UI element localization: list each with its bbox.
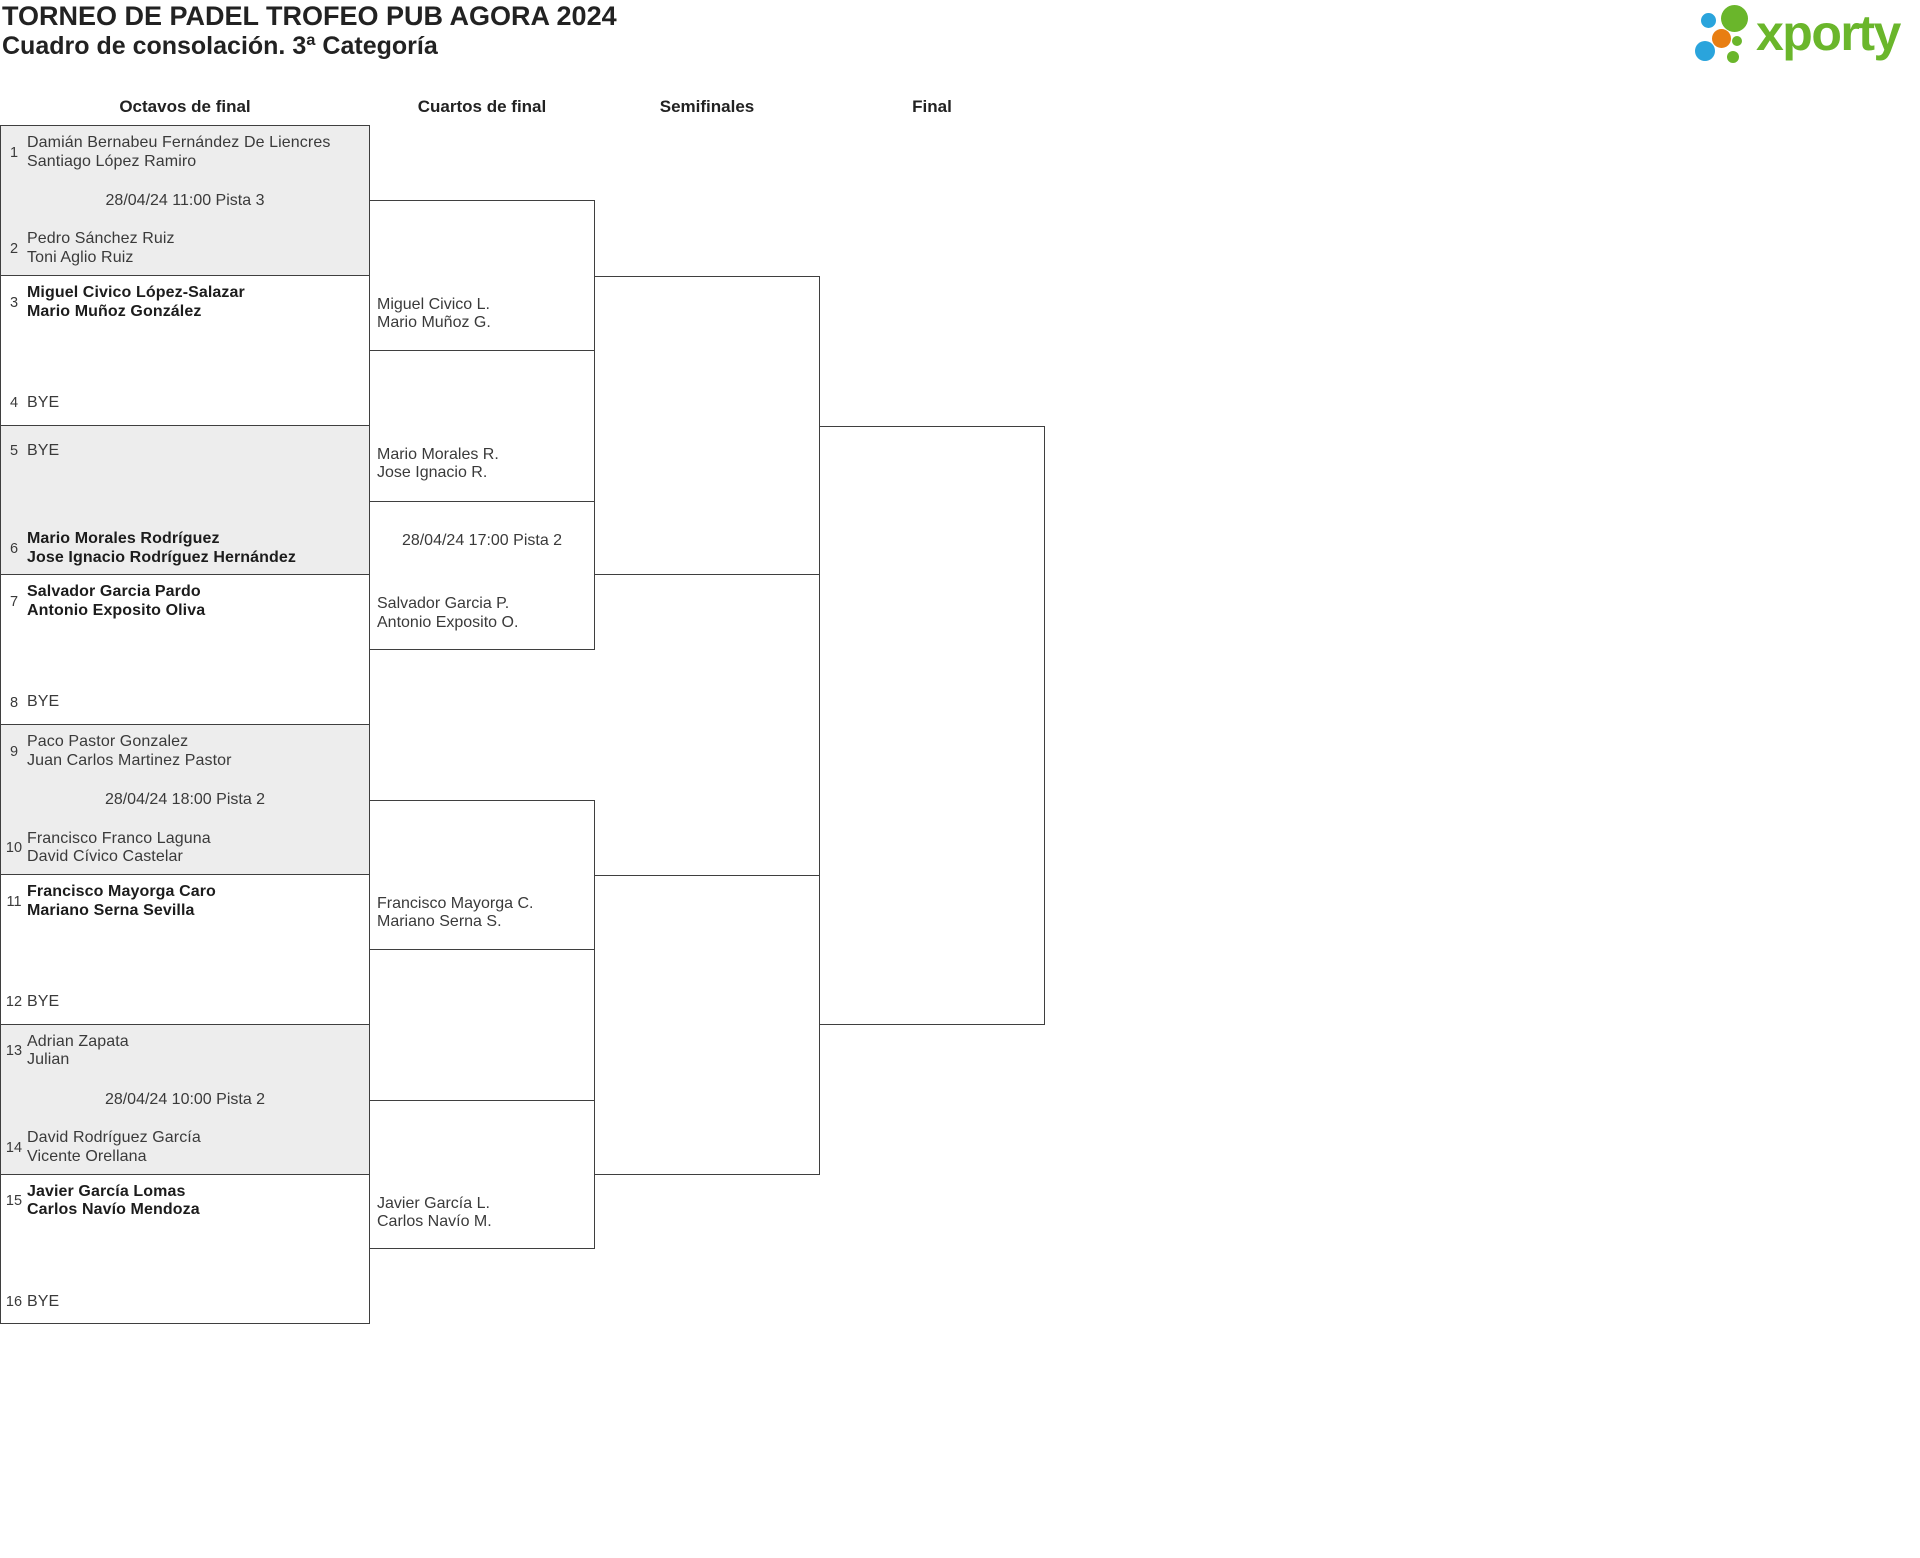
column-header-final: Final: [912, 97, 952, 116]
seed-number: 11: [6, 893, 22, 910]
seed-number: 5: [9, 442, 19, 459]
qf1-advancing-team: Miguel Civico L.Mario Muñoz G.: [377, 295, 491, 332]
logo-dot-green-large: [1721, 5, 1748, 32]
seed-number: 13: [5, 1043, 23, 1060]
qf3-advancing-team: Francisco Mayorga C.Mariano Serna S.: [377, 894, 534, 931]
logo-wordmark: xporty: [1756, 5, 1901, 61]
column-header-semifinales: Semifinales: [659, 97, 755, 116]
bracket-subtitle: Cuadro de consolación. 3ª Categoría: [2, 32, 438, 60]
logo-dot-green-tiny: [1732, 36, 1742, 46]
seed-number: 7: [9, 594, 19, 611]
column-header-octavos: Octavos de final: [119, 97, 251, 116]
bracket-slot-seed-12: 12 BYE: [1, 993, 365, 1012]
match-datetime: 28/04/24 17:00 Pista 2: [401, 531, 563, 549]
bracket-slot-seed-8: 8 BYE: [1, 693, 365, 712]
qf-match-2-box: 28/04/24 17:00 Pista 2: [369, 500, 595, 651]
seed-number: 14: [5, 1139, 23, 1156]
qf2-advancing-team-top: Mario Morales R.Jose Ignacio R.: [377, 445, 499, 482]
bye-label: BYE: [27, 693, 60, 711]
bye-label: BYE: [27, 441, 60, 459]
bracket-slot-seed-16: 16 BYE: [1, 1293, 365, 1312]
seed-number: 15: [5, 1193, 23, 1210]
bracket-slot-seed-4: 4 BYE: [1, 394, 365, 413]
qf-match-4-box: [369, 1099, 595, 1250]
qf4-advancing-team: Javier García L.Carlos Navío M.: [377, 1194, 492, 1231]
seed-number: 6: [9, 540, 19, 557]
column-header-cuartos: Cuartos de final: [417, 97, 547, 116]
match-datetime: 28/04/24 10:00 Pista 2: [104, 1090, 266, 1108]
qf2-advancing-team-bottom: Salvador Garcia P.Antonio Exposito O.: [377, 595, 519, 631]
bracket-slot-seed-5: 5 BYE: [1, 442, 365, 461]
seed-number: 12: [5, 994, 23, 1011]
match-datetime: 28/04/24 11:00 Pista 3: [105, 192, 265, 209]
seed-number: 8: [9, 694, 19, 711]
tournament-title: TORNEO DE PADEL TROFEO PUB AGORA 2024: [2, 1, 617, 31]
match-datetime: 28/04/24 18:00 Pista 2: [104, 791, 266, 809]
seed-number: 1: [9, 144, 19, 161]
seed-number: 2: [9, 241, 19, 258]
bye-label: BYE: [27, 393, 60, 411]
bye-label: BYE: [27, 993, 60, 1011]
seed-number: 3: [9, 294, 19, 311]
seed-number: 10: [5, 840, 23, 857]
seed-number: 4: [9, 395, 19, 412]
final-match-box: [819, 425, 1045, 1025]
logo-dot-orange: [1712, 29, 1731, 48]
sf-match-1-box: [594, 275, 820, 576]
sf-match-2-box: [594, 874, 820, 1175]
bye-label: BYE: [27, 1292, 60, 1310]
xporty-logo: xporty: [1688, 0, 1918, 70]
logo-dot-blue-small: [1701, 13, 1716, 28]
seed-number: 16: [5, 1294, 23, 1311]
logo-dot-blue-large: [1695, 41, 1715, 61]
logo-dot-green-small: [1727, 51, 1739, 63]
seed-number: 9: [9, 743, 19, 760]
